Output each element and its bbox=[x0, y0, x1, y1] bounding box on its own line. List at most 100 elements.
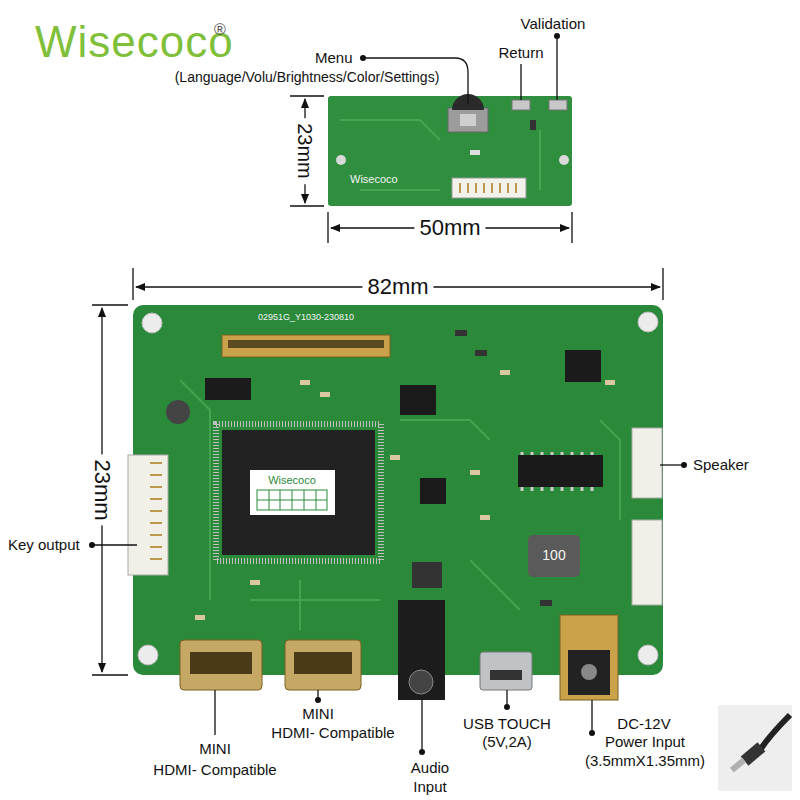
driver-board bbox=[150, 463, 162, 559]
key-board bbox=[559, 155, 569, 165]
key-board bbox=[460, 183, 516, 193]
driver-board bbox=[522, 452, 592, 491]
port-label: Audio bbox=[411, 760, 449, 777]
leader-dots bbox=[589, 730, 595, 736]
driver-board bbox=[412, 562, 442, 588]
leader-lines bbox=[421, 700, 422, 752]
driver-board bbox=[128, 455, 168, 575]
key-board bbox=[328, 94, 572, 206]
driver-board bbox=[195, 615, 205, 620]
driver-board bbox=[190, 652, 252, 674]
driver-board bbox=[128, 305, 663, 700]
dc-plug-photo bbox=[760, 715, 790, 750]
port-label: USB TOUCH bbox=[463, 716, 551, 733]
driver-board bbox=[528, 535, 580, 577]
driver-board bbox=[475, 350, 487, 356]
driver-board bbox=[480, 515, 490, 520]
leader-dots bbox=[89, 33, 687, 755]
port-label: MINI bbox=[302, 706, 334, 723]
key-board bbox=[512, 100, 530, 110]
driver-board bbox=[565, 350, 601, 382]
registered-mark: ® bbox=[214, 21, 226, 39]
key-board bbox=[549, 100, 567, 110]
port-label: Key output bbox=[8, 537, 80, 554]
leader-lines bbox=[214, 690, 215, 735]
silkscreen-text: 02951G_Y1030-230810 bbox=[258, 313, 354, 323]
key-board bbox=[452, 178, 526, 198]
key-board bbox=[530, 120, 536, 130]
port-label: Speaker bbox=[693, 457, 749, 474]
port-label: (5V,2A) bbox=[482, 734, 531, 751]
driver-board bbox=[638, 645, 658, 665]
dimension-lines bbox=[290, 96, 324, 206]
driver-board bbox=[500, 370, 510, 375]
driver-board bbox=[228, 340, 384, 348]
leader-dots bbox=[504, 704, 510, 710]
dc-plug-photo bbox=[730, 758, 746, 773]
brand-logo: Wisecoco bbox=[35, 18, 234, 66]
part-label: Return bbox=[498, 45, 543, 62]
leader-lines bbox=[556, 36, 557, 100]
driver-board bbox=[222, 430, 375, 555]
driver-board bbox=[180, 640, 262, 690]
dc-plug-photo bbox=[718, 705, 792, 791]
port-label: MINI bbox=[199, 741, 231, 758]
key-board bbox=[336, 155, 346, 165]
driver-board bbox=[398, 600, 445, 700]
key-board bbox=[328, 96, 572, 206]
driver-board bbox=[166, 400, 190, 424]
driver-board bbox=[632, 428, 662, 498]
port-label: Input bbox=[413, 779, 446, 796]
driver-board bbox=[490, 670, 522, 680]
driver-board bbox=[222, 335, 390, 357]
driver-board bbox=[250, 470, 335, 515]
driver-board bbox=[632, 520, 662, 605]
port-label: HDMI- Compatible bbox=[271, 725, 394, 742]
leader-dots bbox=[554, 33, 560, 39]
driver-board bbox=[257, 490, 327, 510]
leader-lines bbox=[92, 544, 137, 545]
driver-board bbox=[400, 385, 436, 415]
dimension-lines bbox=[92, 96, 663, 675]
driver-board bbox=[518, 455, 603, 487]
leader-lines bbox=[660, 464, 684, 465]
leader-dots bbox=[360, 55, 366, 61]
key-board bbox=[470, 150, 480, 155]
dimension-label: 23mm bbox=[294, 118, 316, 184]
driver-board bbox=[142, 313, 162, 333]
driver-board bbox=[470, 470, 480, 475]
driver-board bbox=[294, 652, 352, 674]
leader-dots bbox=[315, 697, 321, 703]
leader-lines bbox=[92, 36, 684, 752]
port-label: (3.5mmX1.35mm) bbox=[585, 753, 705, 770]
driver-board bbox=[216, 424, 381, 561]
chip-label: Wisecoco bbox=[268, 474, 316, 486]
driver-board bbox=[638, 312, 658, 332]
port-label: HDMI- Compatible bbox=[153, 762, 276, 779]
key-board bbox=[448, 108, 488, 132]
port-label: DC-12V bbox=[617, 716, 670, 733]
part-label: Validation bbox=[521, 16, 586, 33]
driver-board bbox=[257, 490, 327, 510]
key-board bbox=[460, 114, 476, 126]
leader-lines bbox=[520, 64, 521, 100]
driver-board bbox=[180, 380, 620, 630]
driver-board bbox=[320, 392, 330, 397]
part-label: (Language/Volu/Brightness/Color/Settings… bbox=[175, 70, 440, 85]
driver-board bbox=[568, 650, 610, 695]
leader-dots bbox=[419, 749, 425, 755]
dimension-label: 50mm bbox=[414, 216, 485, 240]
dimension-label: 23mm bbox=[90, 454, 114, 525]
driver-board bbox=[480, 652, 532, 690]
driver-board bbox=[581, 664, 597, 680]
driver-board bbox=[605, 380, 615, 385]
driver-board bbox=[409, 670, 433, 694]
part-label: Menu bbox=[315, 50, 353, 67]
leader-lines bbox=[591, 700, 592, 733]
leader-dots bbox=[681, 462, 687, 468]
driver-board bbox=[390, 455, 400, 460]
driver-board bbox=[250, 580, 260, 585]
inductor-marking: 100 bbox=[542, 548, 565, 563]
